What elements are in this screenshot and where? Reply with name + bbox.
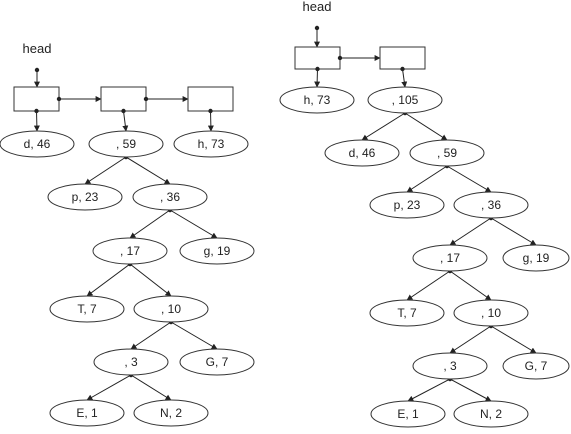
right-tree-node-label-R2: , 105 (392, 93, 419, 107)
left-tree-edge-10 (131, 375, 171, 400)
left-tree-edge-6 (130, 264, 171, 296)
right-tree-edge-7 (407, 271, 450, 300)
right-list-data-arrow-2 (403, 69, 406, 87)
right-tree-node-label-R5: p, 23 (394, 198, 421, 212)
right-tree-edge-8 (450, 271, 491, 300)
left-tree-edge-7 (131, 322, 171, 349)
right-tree-edge-11 (408, 379, 450, 401)
left-tree-node-label-L13: N, 2 (160, 406, 182, 420)
left-tree-edge-4 (170, 210, 217, 238)
left-list-node-1 (14, 87, 59, 111)
right-tree-edge-5 (450, 218, 491, 245)
right-tree-node-label-R13: E, 1 (397, 407, 419, 421)
left-tree-node-label-L12: E, 1 (76, 406, 98, 420)
right-tree-node-label-R3: d, 46 (349, 146, 376, 160)
left-list-node-2 (101, 87, 146, 111)
right-tree-node-label-R10: , 10 (481, 306, 501, 320)
left-tree-node-label-L7: g, 19 (204, 244, 231, 258)
right-list-node-2 (380, 47, 425, 69)
left-tree-node-label-L5: , 36 (160, 190, 180, 204)
left-tree-node-label-L3: h, 73 (198, 137, 225, 151)
left-list-data-arrow-1 (37, 111, 38, 131)
right-tree-node-label-R12: G, 7 (525, 359, 548, 373)
right-head-label: head (303, 0, 332, 14)
left-tree-node-label-L10: , 3 (124, 355, 138, 369)
left-tree-edge-5 (87, 264, 130, 296)
left-tree-edge-9 (87, 375, 131, 400)
right-tree-node-label-R1: h, 73 (304, 93, 331, 107)
right-tree-edge-6 (491, 218, 536, 245)
right-tree-edge-1 (362, 113, 405, 140)
left-tree-node-label-L2: , 59 (116, 137, 136, 151)
left-tree-node-label-L8: T, 7 (77, 302, 97, 316)
right-tree-edge-10 (491, 326, 536, 353)
right-tree-node-label-R8: g, 19 (523, 251, 550, 265)
left-tree-node-label-L9: , 10 (161, 302, 181, 316)
left-tree-node-label-L4: p, 23 (72, 190, 99, 204)
left-tree-edge-2 (126, 157, 170, 184)
right-tree-node-label-R11: , 3 (443, 359, 457, 373)
right-tree-node-label-R7: , 17 (440, 251, 460, 265)
right-tree-edge-2 (405, 113, 447, 140)
right-tree-edge-12 (450, 379, 491, 401)
left-tree-edge-1 (85, 157, 126, 184)
left-list-node-3 (188, 87, 233, 111)
right-tree-node-label-R4: , 59 (437, 146, 457, 160)
right-tree-edge-9 (450, 326, 491, 353)
left-tree-edge-3 (130, 210, 170, 238)
left-tree-node-label-L6: , 17 (120, 244, 140, 258)
left-list-data-arrow-2 (124, 111, 127, 131)
right-tree-edge-4 (447, 166, 491, 192)
right-tree-edge-3 (407, 166, 447, 192)
left-list-data-arrow-3 (211, 111, 212, 131)
right-tree-node-label-R14: N, 2 (480, 407, 502, 421)
left-tree-edge-8 (171, 322, 217, 349)
right-tree-node-label-R6: , 36 (481, 198, 501, 212)
right-tree-node-label-R9: T, 7 (397, 306, 417, 320)
left-tree-node-label-L11: G, 7 (206, 355, 229, 369)
left-head-label: head (23, 41, 52, 56)
right-list-data-arrow-1 (317, 69, 318, 87)
right-list-node-1 (295, 47, 340, 69)
left-tree-node-label-L1: d, 46 (24, 137, 51, 151)
